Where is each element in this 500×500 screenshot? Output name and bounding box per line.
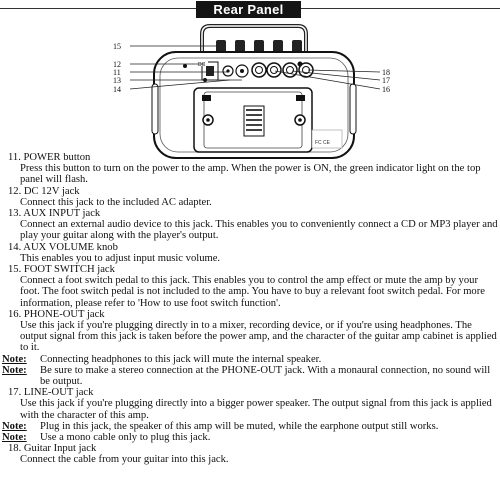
item-heading: 12. DC 12V jack [8, 185, 80, 197]
item-phone-out: 16. PHONE-OUT jack Use this jack if you'… [2, 309, 498, 387]
note-label: Note: [2, 420, 27, 432]
callout-14: 14 [113, 85, 121, 94]
note: Note: Connecting headphones to this jack… [2, 354, 498, 365]
page-title: Rear Panel [196, 1, 301, 18]
callout-12: 12 [113, 60, 121, 69]
item-heading: 13. AUX INPUT jack [8, 208, 101, 220]
dc-badge: DC [198, 62, 206, 68]
item-description: Connect this jack to the included AC ada… [20, 196, 212, 208]
item-heading: 11. POWER button [8, 152, 91, 163]
item-aux-volume: 14. AUX VOLUME knob This enables you to … [2, 242, 498, 264]
rear-panel-diagram: FC CE DC 15 12 11 13 14 18 17 16 [113, 24, 390, 159]
item-heading: 18. Guitar Input jack [8, 443, 97, 455]
item-heading: 15. FOOT SWITCH jack [8, 264, 115, 276]
note-text: Connecting headphones to this jack will … [40, 353, 322, 365]
item-list: 11. POWER button Press this button to tu… [2, 152, 498, 466]
item-heading: 16. PHONE-OUT jack [8, 308, 105, 320]
note: Note: Plug in this jack, the speaker of … [2, 421, 498, 432]
item-heading: 17. LINE-OUT jack [8, 387, 94, 399]
note-label: Note: [2, 432, 27, 444]
item-power: 11. POWER button Press this button to tu… [2, 152, 498, 186]
callout-13: 13 [113, 76, 121, 85]
item-description: Connect the cable from your guitar into … [20, 454, 229, 466]
note-label: Note: [2, 353, 27, 365]
note-text: Plug in this jack, the speaker of this a… [40, 420, 439, 432]
note-text: Use a mono cable only to plug this jack. [40, 432, 211, 444]
callout-16: 16 [382, 85, 390, 94]
item-heading: 14. AUX VOLUME knob [8, 241, 118, 253]
item-description: Connect a foot switch pedal to this jack… [20, 275, 485, 309]
item-aux-input: 13. AUX INPUT jack Connect an external a… [2, 208, 498, 242]
item-description: This enables you to adjust input music v… [20, 252, 221, 264]
callout-17: 17 [382, 76, 390, 85]
item-description: Use this jack if you're plugging directl… [20, 398, 492, 421]
note: Note: Use a mono cable only to plug this… [2, 432, 498, 443]
item-description: Use this jack if you're plugging directl… [20, 320, 497, 354]
item-description: Connect an external audio device to this… [20, 219, 498, 242]
callout-18: 18 [382, 68, 390, 77]
item-description: Press this button to turn on the power t… [20, 163, 481, 186]
item-dc: 12. DC 12V jack Connect this jack to the… [2, 186, 498, 208]
svg-text:FC CE: FC CE [315, 140, 331, 146]
item-line-out: 17. LINE-OUT jack Use this jack if you'r… [2, 387, 498, 443]
item-guitar-input: 18. Guitar Input jack Connect the cable … [2, 443, 498, 465]
note-text: Be sure to make a stereo connection at t… [40, 364, 491, 388]
note: Note: Be sure to make a stereo connectio… [2, 365, 498, 387]
callout-11: 11 [113, 68, 121, 77]
callout-15: 15 [113, 42, 121, 51]
note-label: Note: [2, 364, 27, 376]
item-foot-switch: 15. FOOT SWITCH jack Connect a foot swit… [2, 264, 498, 309]
